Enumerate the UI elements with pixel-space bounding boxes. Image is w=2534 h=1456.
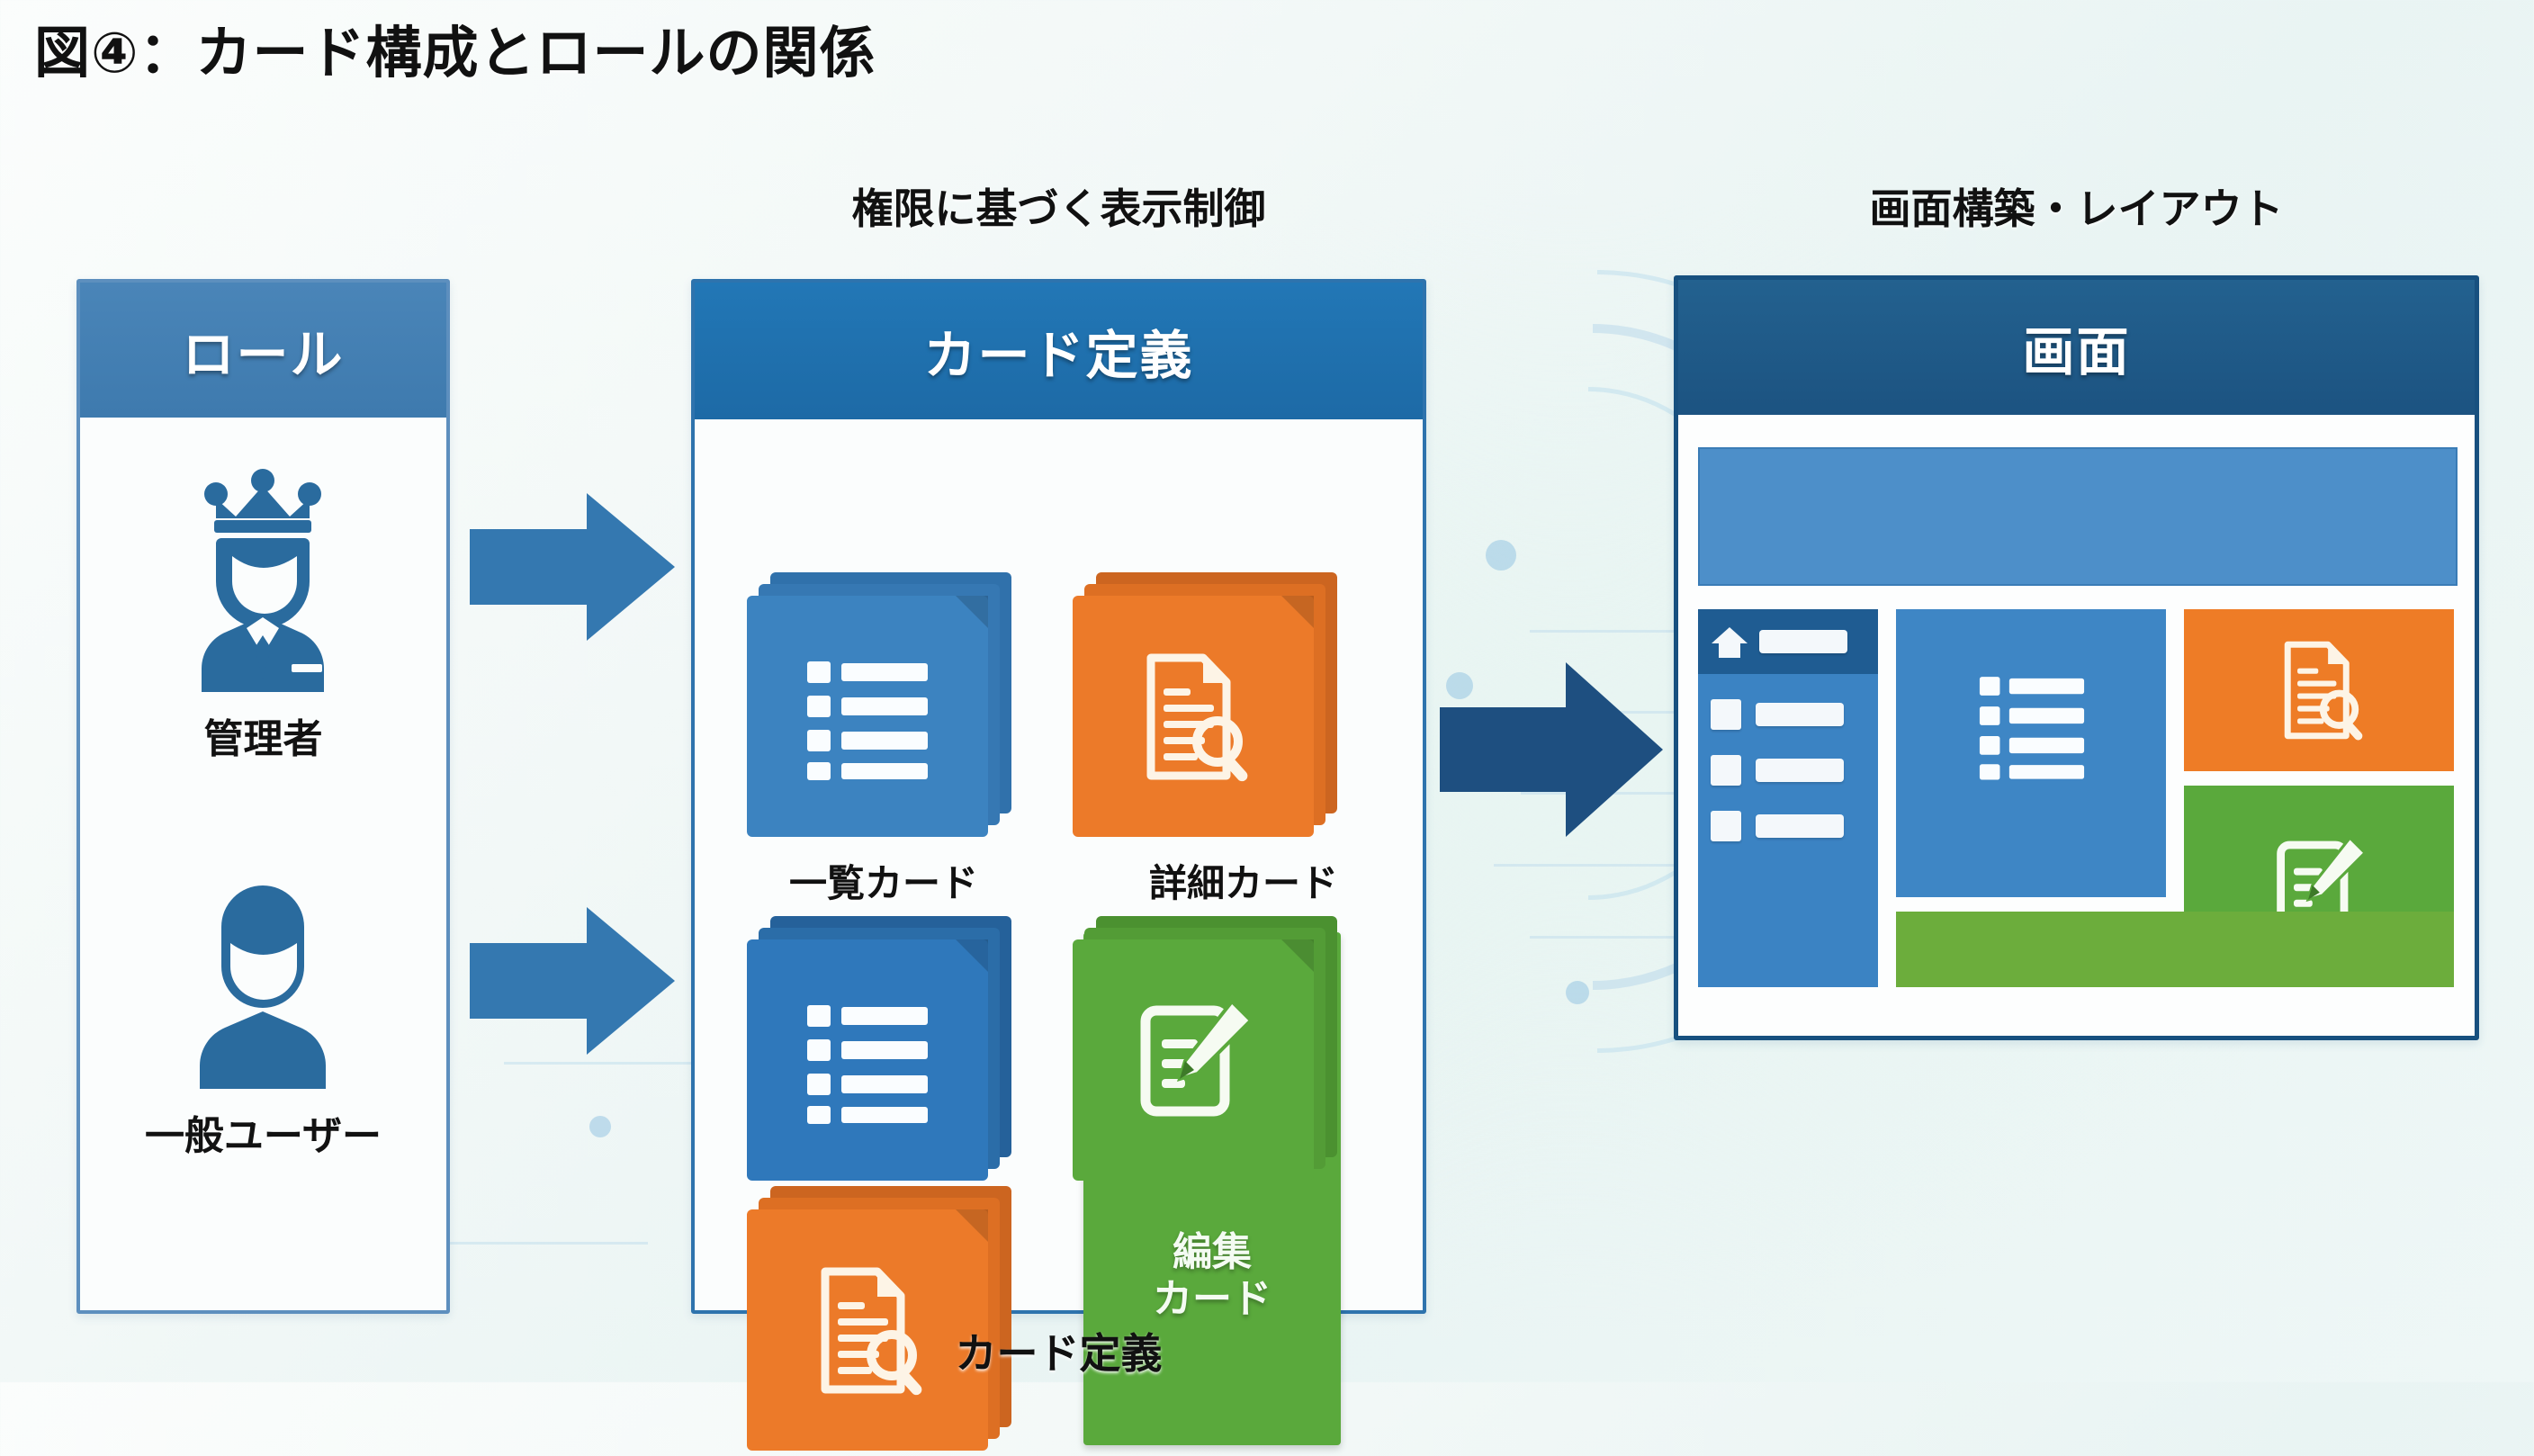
card-label-edit-line2: カード [1153, 1275, 1271, 1322]
card-label-edit-line1: 編集 [1173, 1229, 1252, 1275]
role-panel-header: ロール [80, 283, 446, 418]
role-item-admin[interactable]: 管理者 [80, 455, 446, 764]
sidebar-item-1[interactable] [1711, 699, 1844, 730]
section-header-center: 権限に基づく表示制御 [851, 184, 1266, 233]
arrow-admin-to-cards [470, 486, 677, 652]
screen-footer-region[interactable] [1896, 912, 2454, 987]
card-label-list: 一覧カード [788, 861, 978, 905]
screen-panel-header: 画面 [1678, 280, 2475, 415]
card-stack-list[interactable] [747, 572, 1017, 842]
card-panel-header: カード定義 [695, 283, 1423, 419]
sidebar-item-selected[interactable] [1698, 609, 1878, 674]
role-panel: ロール 管理者 [76, 279, 450, 1314]
document-search-icon [2284, 641, 2363, 741]
screen-header-bar[interactable] [1698, 447, 2458, 586]
card-label-detail: 詳細カード [1148, 861, 1338, 905]
screen-detail-region[interactable] [2184, 609, 2454, 771]
card-panel-caption: カード定義 [955, 1329, 1163, 1378]
square-icon [1711, 755, 1741, 786]
role-label-user: 一般ユーザー [144, 1113, 382, 1159]
document-search-icon [1146, 653, 1247, 781]
admin-crown-user-icon [202, 469, 324, 692]
role-label-admin: 管理者 [203, 716, 323, 762]
sidebar-item-2[interactable] [1711, 755, 1844, 786]
arrow-user-to-cards [470, 900, 677, 1065]
section-header-right: 画面構築・レイアウト [1869, 184, 2284, 233]
home-icon [1712, 627, 1748, 658]
list-icon [807, 1005, 928, 1124]
card-stack-list-2[interactable] [747, 916, 1017, 1186]
screen-list-region[interactable] [1896, 609, 2166, 897]
list-icon [1979, 677, 2085, 780]
card-stack-edit[interactable] [1073, 916, 1343, 1186]
card-label-edit: 編集 カード [1083, 1229, 1341, 1323]
arrow-cards-to-screen [1440, 655, 1665, 848]
edit-pencil-icon [1140, 998, 1254, 1117]
square-icon [1711, 699, 1741, 730]
role-item-user[interactable]: 一般ユーザー [80, 884, 446, 1161]
screen-sidebar[interactable] [1698, 609, 1878, 987]
edit-pencil-icon [2277, 835, 2368, 930]
card-definition-panel: カード定義 一覧カ [691, 279, 1426, 1451]
square-icon [1711, 811, 1741, 841]
general-user-icon [200, 885, 326, 1089]
card-stack-detail[interactable] [1073, 572, 1343, 842]
page-title: 図④：カード構成とロールの関係 [34, 20, 876, 85]
screen-panel: 画面 [1674, 275, 2479, 1040]
list-icon [807, 661, 928, 780]
sidebar-item-3[interactable] [1711, 811, 1844, 841]
